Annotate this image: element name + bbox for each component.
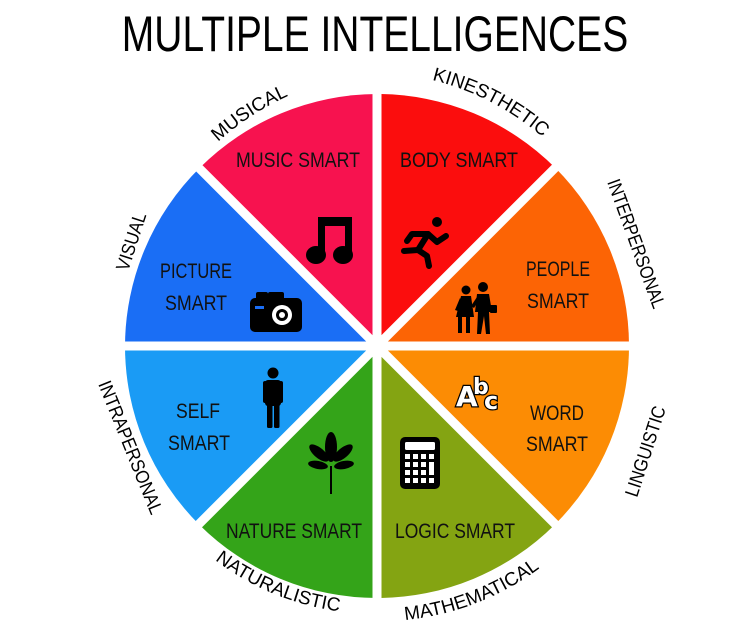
- wedge-musical: [199, 94, 377, 346]
- segment-label-naturalistic: NATURE SMART: [226, 520, 362, 543]
- segment-label-musical: MUSIC SMART: [236, 149, 360, 172]
- wedge-mathematical: [377, 346, 556, 598]
- abc-letters-icon: A b c: [455, 374, 500, 417]
- wedge-dividers: [119, 88, 635, 604]
- svg-text:c: c: [484, 387, 498, 415]
- wedge-intrapersonal: [124, 346, 377, 525]
- outer-label-linguistic: LINGUISTIC: [622, 404, 671, 500]
- segment-label-kinesthetic: BODY SMART: [400, 149, 518, 172]
- segment-label-linguistic-1: WORD: [530, 402, 584, 425]
- segment-label-interpersonal-2: SMART: [527, 290, 589, 313]
- wedge-linguistic: [377, 346, 629, 525]
- segment-label-mathematical: LOGIC SMART: [395, 520, 515, 543]
- svg-text:b: b: [473, 375, 489, 400]
- calculator-icon: [400, 437, 440, 489]
- page-title: MULTIPLE INTELLIGENCES: [121, 6, 629, 62]
- music-note-icon: [306, 217, 353, 264]
- svg-text:A: A: [456, 380, 478, 413]
- wedge-visual: [125, 167, 377, 346]
- segment-label-interpersonal-1: PEOPLE: [526, 258, 590, 281]
- segment-label-intrapersonal-1: SELF: [176, 400, 220, 423]
- two-people-walking-icon: [455, 282, 497, 334]
- wedge-kinesthetic: [377, 94, 556, 346]
- segment-label-intrapersonal-2: SMART: [168, 432, 230, 455]
- segment-label-visual-2: SMART: [165, 292, 227, 315]
- camera-icon: [250, 292, 302, 332]
- standing-person-icon: [263, 367, 283, 428]
- segment-label-linguistic-2: SMART: [526, 433, 588, 456]
- leaf-icon: [308, 432, 354, 494]
- wedge-interpersonal: [377, 167, 629, 346]
- wedge-naturalistic: [198, 346, 377, 598]
- running-person-icon: [401, 217, 449, 269]
- segment-label-visual-1: PICTURE: [160, 260, 232, 283]
